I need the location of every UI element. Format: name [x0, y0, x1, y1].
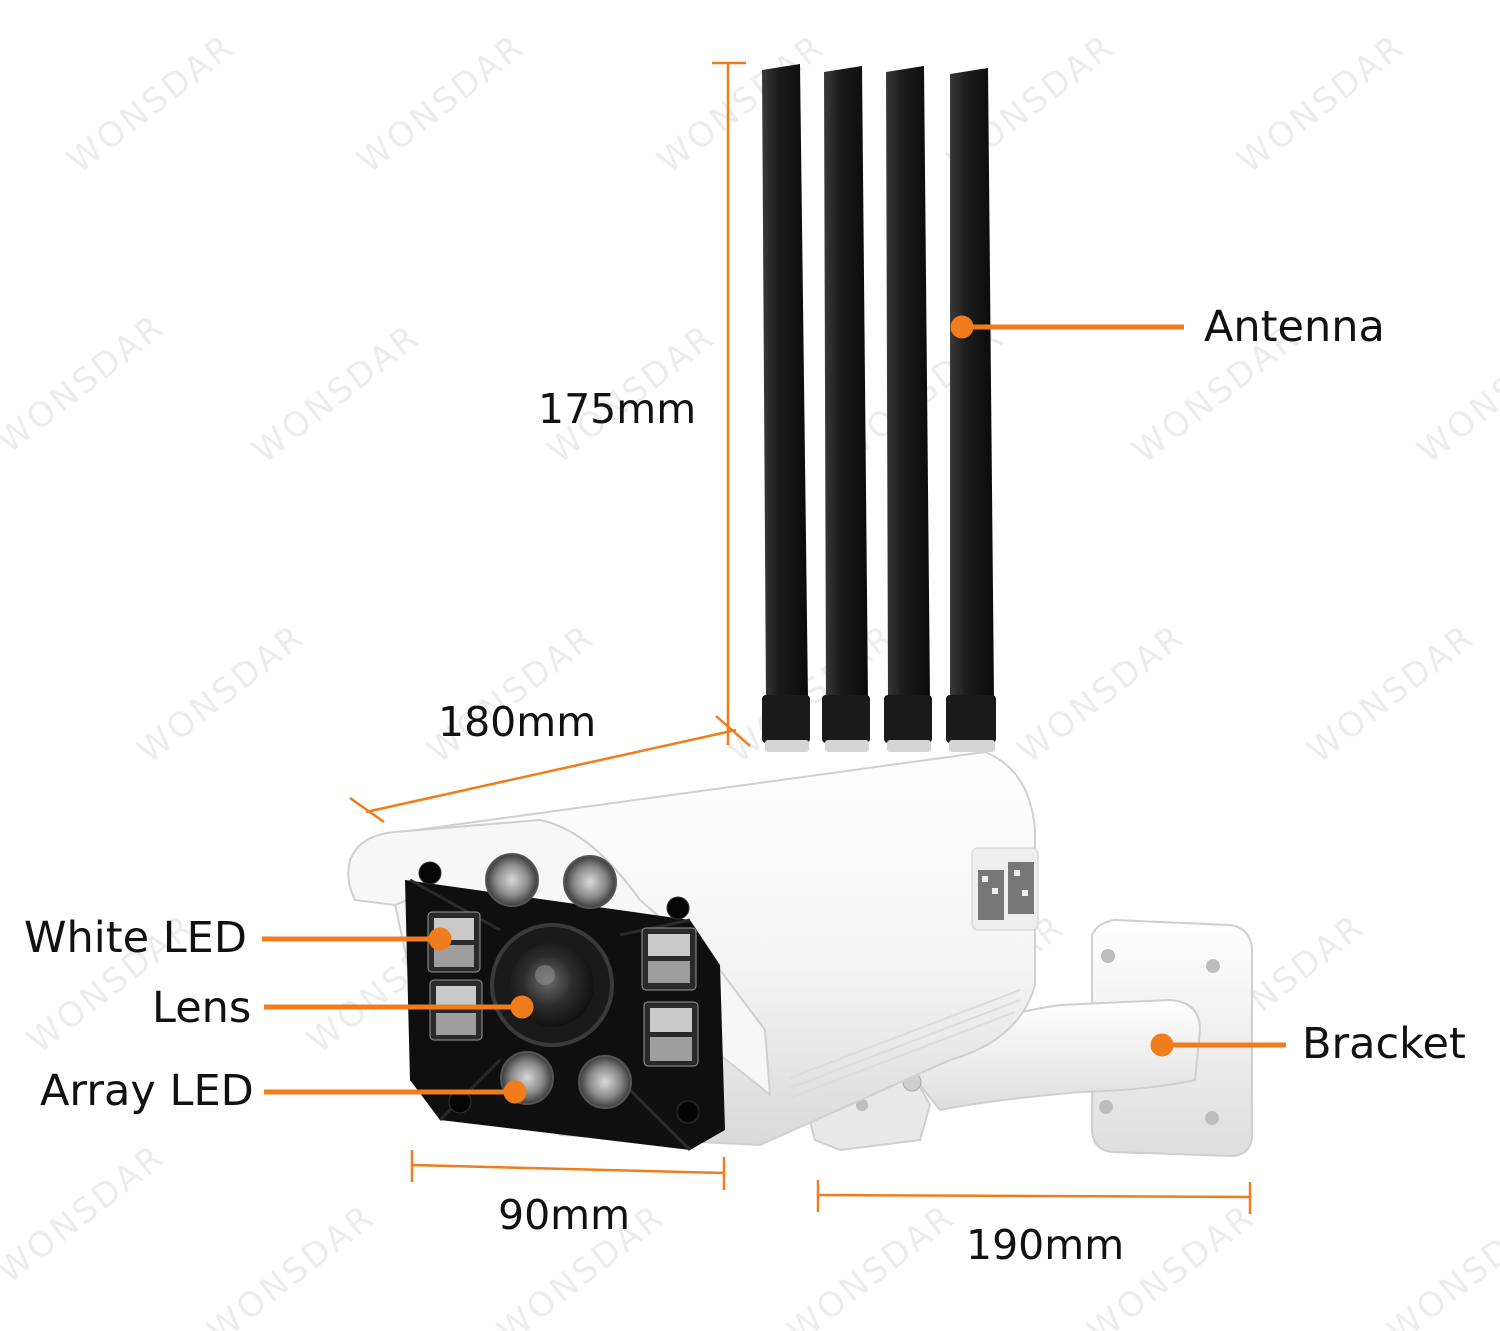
lens [490, 923, 614, 1047]
antenna-3 [884, 66, 932, 752]
bracket-label: Bracket [1302, 1019, 1466, 1069]
array-led-label: Array LED [40, 1066, 254, 1116]
length-dimension-label: 180mm [438, 698, 597, 746]
camera-body [347, 750, 1039, 1152]
front-width-dimension-label: 90mm [498, 1191, 631, 1239]
bracket-length-dimension-label: 190mm [966, 1221, 1125, 1269]
height-dimension-label: 175mm [538, 385, 697, 433]
lens-label: Lens [152, 983, 252, 1033]
array-led-group [485, 853, 632, 1109]
antenna-2 [822, 66, 870, 752]
antenna-1 [762, 64, 810, 752]
dimension-lines [349, 61, 1252, 1214]
antenna-group [762, 64, 996, 752]
white-led-label: White LED [24, 913, 247, 963]
antenna-label: Antenna [1204, 302, 1385, 352]
callout-lines [262, 315, 1286, 1104]
white-led-group [427, 911, 699, 1067]
qr-label [971, 847, 1039, 931]
antenna-4 [946, 68, 996, 752]
